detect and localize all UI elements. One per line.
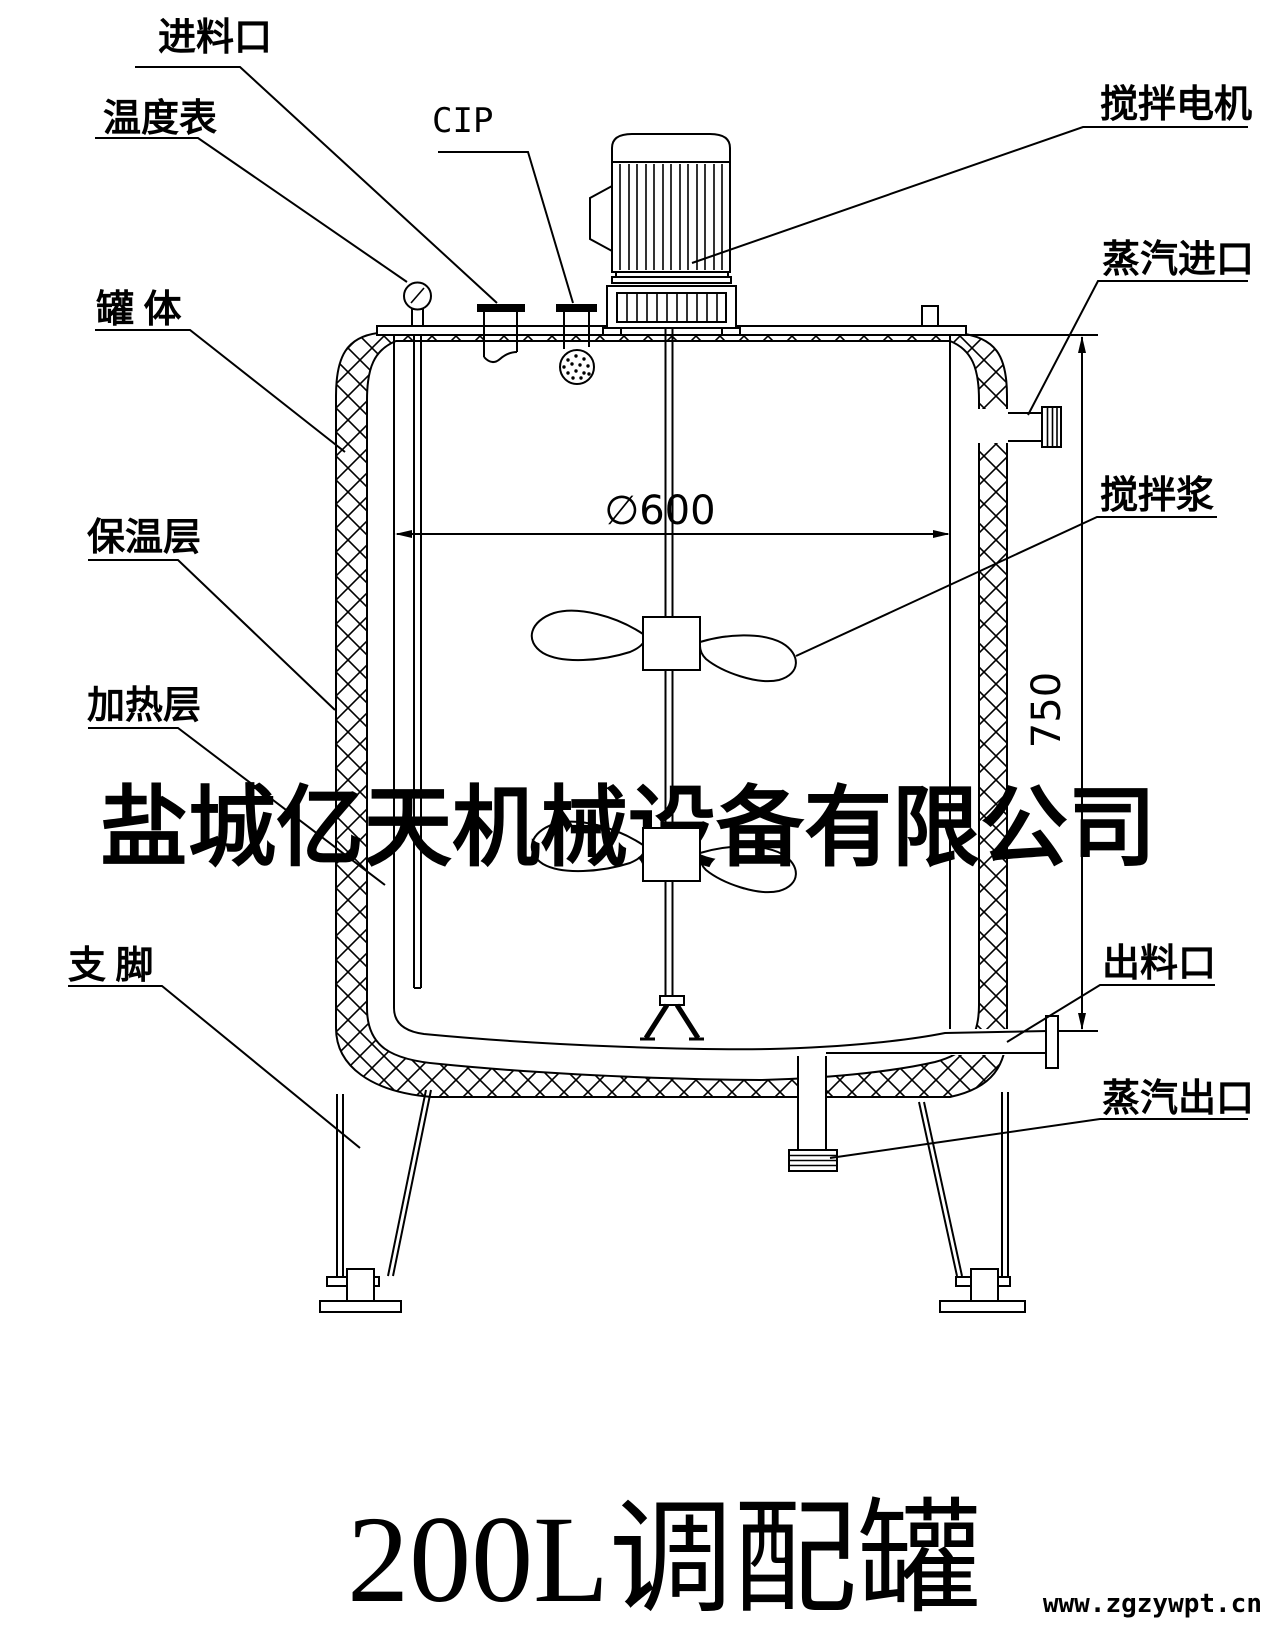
drawing-title: 200L调配罐: [347, 1491, 981, 1626]
tank-jacket-insulation: [335, 332, 1008, 1098]
right-front-leg: [1001, 1092, 1009, 1277]
leader-steam-inlet: [1027, 280, 1248, 416]
leader-thermometer: [95, 137, 408, 283]
label-agitator-paddle: 搅拌浆: [1100, 475, 1214, 517]
outlet-flange: [1045, 1015, 1059, 1069]
leader-steam-outlet: [829, 1118, 1248, 1159]
leader-motor: [691, 126, 1248, 264]
feed-inlet-port: [477, 304, 525, 363]
lid-vent-nub: [921, 305, 939, 328]
gauge-needle: [410, 287, 425, 304]
left-rear-leg: [387, 1089, 432, 1277]
label-thermometer: 温度表: [103, 98, 217, 140]
discharge-outlet-pipe: [826, 1015, 1059, 1069]
website-watermark: www.zgzywpt.cn: [1043, 1589, 1262, 1619]
diameter-value: ∅600: [604, 488, 715, 534]
right-foot: [939, 1268, 1026, 1313]
left-front-leg: [336, 1094, 344, 1277]
leader-tank-body: [95, 329, 346, 453]
right-rear-leg: [918, 1101, 963, 1277]
upper-paddle: [530, 609, 797, 683]
support-legs: [319, 1089, 1026, 1313]
left-foot: [319, 1268, 402, 1313]
label-insulation-layer: 保温层: [87, 517, 201, 559]
steam-outlet-drain: [788, 1056, 838, 1172]
label-steam-inlet: 蒸汽进口: [1102, 239, 1254, 281]
label-tank-body: 罐 体: [96, 289, 182, 331]
thermometer-assembly: [403, 281, 432, 989]
leader-heating: [88, 727, 386, 886]
steam-thread-collar: [1041, 406, 1062, 448]
leader-paddle: [795, 516, 1217, 657]
leader-leg: [68, 985, 361, 1149]
leader-lines: [68, 66, 1248, 1159]
label-support-leg: 支 脚: [68, 945, 154, 987]
height-dimension: 750: [966, 334, 1098, 1032]
height-value: 750: [1024, 672, 1070, 748]
leader-insulation: [88, 559, 336, 711]
leader-cip: [438, 151, 574, 304]
diameter-dimension: ∅600: [395, 488, 950, 538]
motor-fins: [619, 164, 723, 270]
tank-inner-shell: [393, 336, 1049, 1051]
motor-stand: [602, 285, 741, 336]
agitator-motor: [589, 133, 741, 336]
label-agitator-motor: 搅拌电机: [1100, 84, 1252, 126]
steam-inlet-nozzle: [1008, 406, 1062, 448]
label-heating-layer: 加热层: [87, 685, 201, 727]
label-cip: CIP: [432, 101, 493, 141]
leader-feed-inlet: [135, 66, 498, 304]
part-labels: 进料口 温度表 CIP 罐 体 保温层 加热层 支 脚 搅拌电机 蒸汽进口 搅拌…: [68, 17, 1254, 1120]
label-feed-inlet: 进料口: [158, 17, 272, 59]
drain-channel: [799, 1054, 825, 1106]
label-discharge-outlet: 出料口: [1102, 943, 1216, 985]
motor-cap: [611, 133, 731, 163]
cip-spray-assembly: [556, 304, 597, 385]
shaft-bottom-bearing: [640, 995, 704, 1041]
terminal-box: [589, 184, 613, 253]
spray-holes: [562, 354, 591, 380]
leader-outlet: [1006, 984, 1215, 1043]
label-steam-outlet: 蒸汽出口: [1102, 1078, 1254, 1120]
steam-inlet-channel: [974, 409, 1012, 443]
